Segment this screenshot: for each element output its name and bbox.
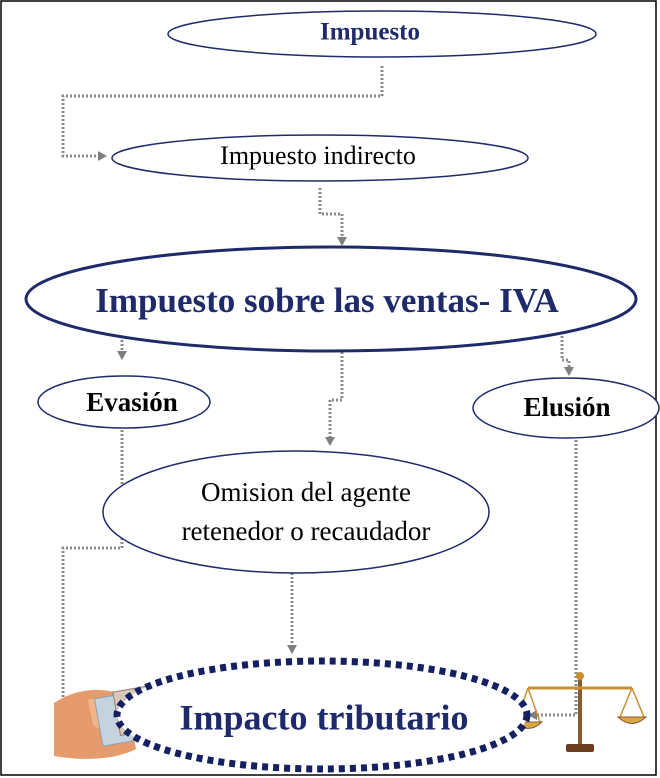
node-iva-label: Impuesto sobre las ventas- IVA: [95, 281, 559, 320]
node-evasion: Evasión: [37, 375, 211, 429]
node-elusion: Elusión: [472, 377, 660, 439]
node-omision: Omision del agente retenedor o recaudado…: [102, 450, 490, 574]
connector-indirecto-to-iva: [318, 188, 347, 246]
node-impuesto-label: Impuesto: [320, 19, 420, 46]
node-impacto-tributario: Impacto tributario: [113, 657, 531, 773]
connector-iva-to-omision: [325, 352, 344, 446]
connector-iva-to-elusion: [560, 336, 574, 376]
connector-evasion-to-impacto: [61, 426, 124, 720]
node-iva: Impuesto sobre las ventas- IVA: [24, 245, 638, 353]
connector-elusion-to-impacto: [528, 440, 578, 720]
node-impacto-label: Impacto tributario: [180, 697, 469, 737]
node-omision-label-line2: retenedor o recaudador: [182, 516, 431, 546]
node-impuesto: Impuesto: [167, 10, 597, 58]
node-impuesto-indirecto: Impuesto indirecto: [111, 134, 529, 182]
connector-impuesto-to-indirecto: [61, 66, 384, 161]
node-elusion-label: Elusión: [523, 392, 610, 422]
node-omision-label-line1: Omision del agente: [201, 477, 411, 507]
justice-scales-illustration: [512, 672, 648, 752]
node-evasion-label: Evasión: [86, 387, 178, 417]
node-impuesto-indirecto-label: Impuesto indirecto: [220, 141, 416, 170]
